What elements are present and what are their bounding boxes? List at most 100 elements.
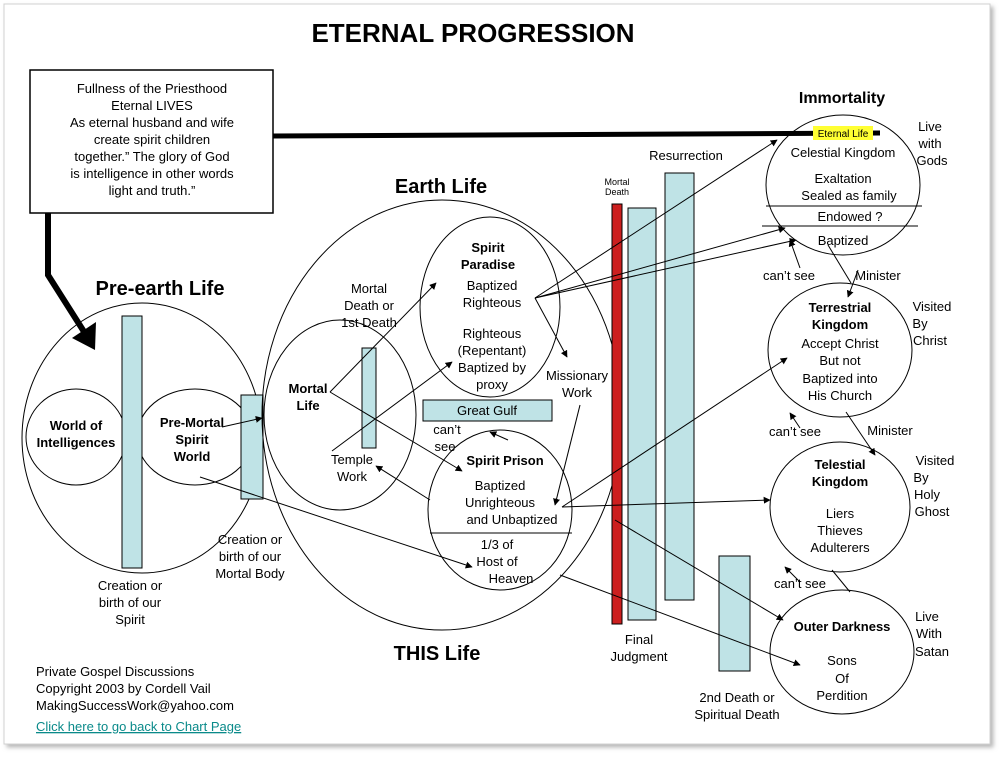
mortal-death-label-2: Death or: [344, 298, 395, 313]
mortal-life-circle: [263, 319, 417, 511]
arrow-mortal-to-paradise: [329, 282, 437, 393]
outer-darkness-side-1: Live: [915, 609, 939, 624]
terrestrial-body-3: Baptized into: [802, 371, 877, 386]
spirit-paradise-circle: [419, 216, 561, 398]
telestial-circle: [769, 441, 911, 573]
pre-mortal-label-3: World: [174, 449, 211, 464]
intelligences-label-1: World of: [50, 418, 103, 433]
arrow-cantsee-2: [789, 412, 801, 429]
creation-spirit-label-2: birth of our: [99, 595, 162, 610]
final-judgment-label-2: Judgment: [610, 649, 667, 664]
terrestrial-side-2: By: [912, 316, 928, 331]
telestial-body-1: Liers: [826, 506, 855, 521]
arrow-premortal-to-mortal: [221, 415, 263, 428]
baptized-righteous-label-2: Righteous: [463, 295, 522, 310]
host-heaven-label-1: 1/3 of: [481, 537, 514, 552]
celestial-kingdom-label: Celestial Kingdom: [791, 145, 896, 160]
eternal-life-highlight: [813, 126, 873, 140]
terrestrial-body-2: But not: [819, 353, 861, 368]
immortality-label: Immortality: [799, 90, 885, 107]
host-heaven-label-3: Heaven: [489, 571, 534, 586]
gulf-cant-see-label-2: see: [435, 439, 456, 454]
mortal-death-bar-label-1: Mortal: [604, 177, 629, 187]
resurrection-bar: [664, 172, 695, 601]
arrow-temple-to-proxy: [331, 361, 453, 452]
spirit-paradise-label-2: Paradise: [461, 257, 515, 272]
creation-body-label-3: Mortal Body: [215, 566, 285, 581]
arrow-mortal-to-prison: [329, 391, 463, 472]
baptized-righteous-label-1: Baptized: [467, 278, 518, 293]
endowed-label: Endowed ?: [817, 209, 882, 224]
svg-text:together.” The glory of God: together.” The glory of God: [74, 149, 229, 164]
telestial-label-2: Kingdom: [812, 474, 868, 489]
creation-spirit-label-1: Creation or: [98, 578, 163, 593]
arrow-prison-to-gulf: [489, 431, 509, 441]
arrow-prison-to-telestial: [561, 496, 771, 508]
footer-line-3: MakingSuccessWork@yahoo.com: [36, 698, 234, 713]
celestial-side-3: Gods: [916, 153, 948, 168]
arrow-paradise-to-missionary: [534, 297, 568, 358]
body-creation-bar: [240, 394, 264, 500]
righteous-proxy-label-2: (Repentant): [458, 343, 527, 358]
spirit-prison-label: Spirit Prison: [466, 453, 543, 468]
arrow-missionary-to-prison: [553, 404, 581, 506]
priesthood-quote-box: [29, 69, 274, 214]
arrow-righteous-to-endowed: [534, 226, 786, 299]
telestial-body-2: Thieves: [817, 523, 863, 538]
arrow-premortal-to-host: [199, 476, 473, 569]
creation-spirit-label-3: Spirit: [115, 612, 145, 627]
line-telestial-outer: [831, 569, 851, 593]
flow-arrows: [199, 139, 876, 667]
pre-mortal-label-1: Pre-Mortal: [160, 415, 224, 430]
svg-text:create spirit children: create spirit children: [94, 132, 210, 147]
righteous-proxy-label-4: proxy: [476, 377, 508, 392]
arrow-minister-1: [846, 269, 859, 298]
terrestrial-side-3: Christ: [913, 333, 947, 348]
telestial-side-2: By: [913, 470, 929, 485]
cant-see-label-3: can’t see: [774, 576, 826, 591]
righteous-proxy-label-1: Righteous: [463, 326, 522, 341]
minister-label-2: Minister: [867, 423, 913, 438]
righteous-proxy-label-3: Baptized by: [458, 360, 526, 375]
footer-line-1: Private Gospel Discussions: [36, 664, 195, 679]
outer-darkness-label: Outer Darkness: [794, 619, 891, 634]
back-to-chart-link[interactable]: Click here to go back to Chart Page: [36, 719, 241, 734]
svg-text:is intelligence in other words: is intelligence in other words: [70, 166, 234, 181]
outer-darkness-body-3: Perdition: [816, 688, 867, 703]
final-judgment-bar: [627, 207, 657, 621]
telestial-side-1: Visited: [916, 453, 955, 468]
celestial-circle: [765, 114, 921, 256]
celestial-baptized-label: Baptized: [818, 233, 869, 248]
celestial-side-2: with: [917, 136, 941, 151]
celestial-side-1: Live: [918, 119, 942, 134]
great-gulf-label: Great Gulf: [457, 403, 517, 418]
mortal-death-red-bar: [611, 203, 623, 625]
pre-mortal-label-2: Spirit: [175, 432, 209, 447]
first-death-bar: [361, 347, 377, 449]
priesthood-down-arrow: [45, 213, 91, 340]
priesthood-arrowhead: [72, 322, 96, 350]
arrow-cantsee-1: [788, 239, 801, 269]
arrow-righteous-to-baptized: [534, 237, 797, 299]
creation-body-label-1: Creation or: [218, 532, 283, 547]
svg-text:Eternal LIVES: Eternal LIVES: [111, 98, 193, 113]
arrow-minister-2: [845, 411, 876, 456]
spirit-creation-bar: [121, 315, 143, 569]
arrow-prison-to-temple: [375, 465, 431, 501]
terrestrial-side-1: Visited: [913, 299, 952, 314]
svg-text:As eternal husband and wife: As eternal husband and wife: [70, 115, 234, 130]
gulf-cant-see-label-1: can’t: [433, 422, 461, 437]
telestial-label-1: Telestial: [814, 457, 865, 472]
second-death-label-1: 2nd Death or: [699, 690, 775, 705]
outer-darkness-body-2: Of: [835, 671, 849, 686]
terrestrial-label-1: Terrestrial: [809, 300, 872, 315]
eternal-life-label: Eternal Life: [818, 129, 869, 140]
great-gulf-bar: [422, 399, 553, 422]
earth-life-label: Earth Life: [395, 176, 487, 198]
terrestrial-label-2: Kingdom: [812, 317, 868, 332]
temple-work-label-2: Work: [337, 469, 368, 484]
host-heaven-label-2: Host of: [476, 554, 518, 569]
outer-darkness-side-2: With: [916, 626, 942, 641]
